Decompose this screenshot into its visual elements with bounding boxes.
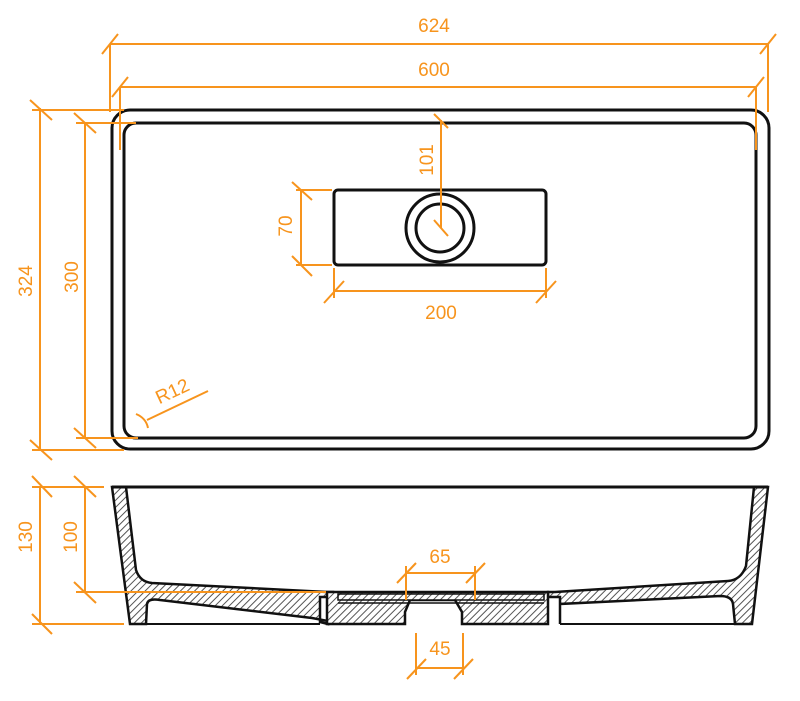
- section-right-wall: [546, 485, 770, 626]
- dim-label-200: 200: [425, 303, 457, 324]
- dim-bowl-height: 100: [61, 475, 326, 604]
- dim-label-300: 300: [62, 261, 83, 293]
- dim-bowl-width: 600: [111, 60, 765, 150]
- dim-label-70: 70: [276, 215, 297, 236]
- dim-label-624: 624: [418, 16, 450, 37]
- dim-drain-offset: 101: [417, 113, 449, 237]
- dim-drain-recess-width: 200: [323, 268, 557, 324]
- dim-label-324: 324: [16, 265, 37, 297]
- dim-label-65: 65: [429, 547, 450, 568]
- dim-label-101: 101: [417, 144, 438, 176]
- basin-outer-outline: [110, 108, 771, 451]
- dim-drain-recess-height: 70: [276, 181, 332, 277]
- section-drain-cover: [337, 593, 545, 601]
- section-left-wall: [110, 485, 335, 626]
- dim-overall-height: 130: [16, 475, 124, 635]
- dim-drain-outlet-width: 45: [406, 633, 474, 680]
- section-view: [110, 485, 770, 626]
- dim-label-r12: R12: [152, 375, 192, 409]
- dim-drain-top-width: 65: [396, 547, 486, 600]
- dim-label-45: 45: [429, 639, 450, 660]
- dim-bowl-depth: 300: [62, 112, 138, 449]
- dim-overall-depth: 324: [16, 99, 124, 461]
- dim-label-130: 130: [16, 521, 37, 553]
- dim-overall-width: 624: [101, 16, 777, 112]
- dim-label-100: 100: [61, 521, 82, 553]
- dim-corner-radius: R12: [135, 375, 209, 429]
- dim-label-600: 600: [418, 60, 450, 81]
